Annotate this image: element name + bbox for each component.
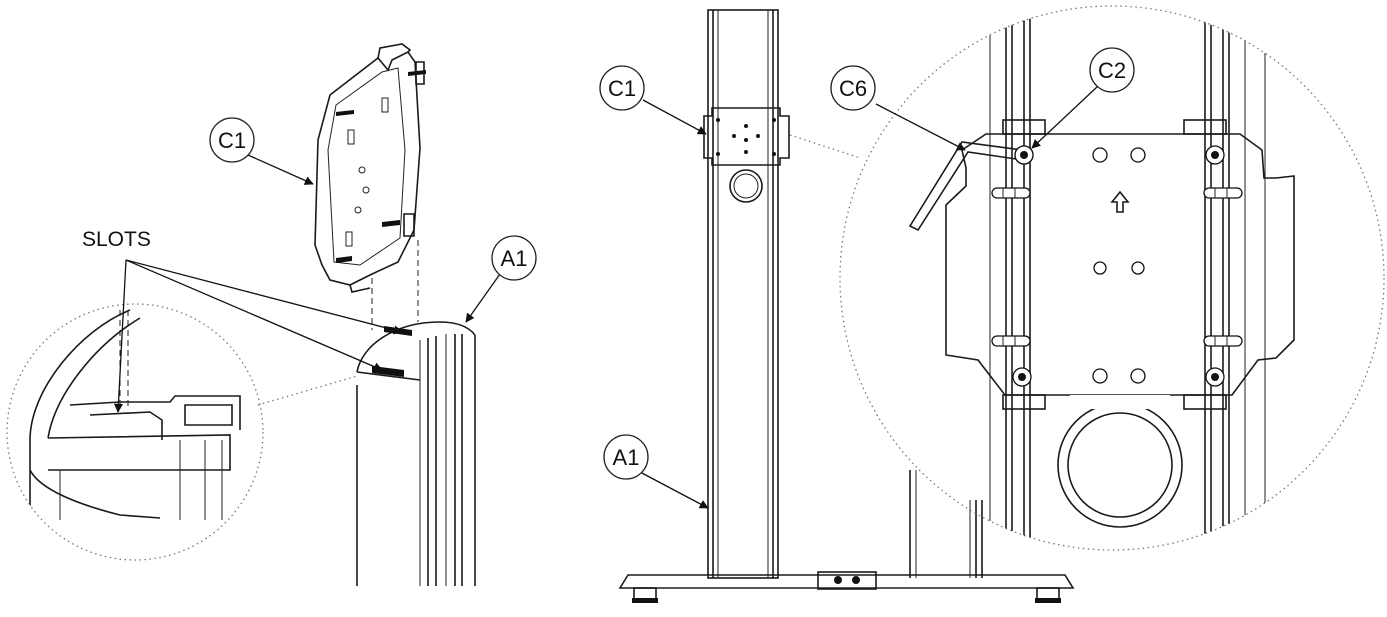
stand-base — [618, 571, 1075, 603]
mounting-plate-c1-right — [703, 107, 790, 166]
svg-text:A1: A1 — [501, 246, 528, 271]
svg-text:C1: C1 — [608, 76, 636, 101]
callout-a1-left: A1 — [491, 235, 537, 281]
right-stand-view: C1 A1 C6 C2 — [599, 5, 1385, 603]
c1-leader-right — [642, 99, 707, 135]
callout-c2: C2 — [1089, 47, 1135, 93]
slot-profile-detail — [29, 309, 241, 520]
detail-circle-plate — [839, 5, 1385, 551]
detail-leader — [257, 375, 358, 406]
svg-text:C6: C6 — [839, 76, 867, 101]
plate-detail — [945, 6, 1295, 550]
c1-leader — [247, 154, 314, 185]
c2-leader — [1031, 85, 1099, 149]
slots-label: SLOTS — [82, 228, 151, 251]
a1-leader-right — [639, 471, 709, 509]
svg-text:C1: C1 — [218, 128, 246, 153]
hex-key-c6 — [908, 141, 1034, 232]
left-exploded-view: SLOTS C1 A1 — [6, 43, 537, 586]
detail-circle-slots — [6, 303, 264, 561]
callout-c6: C6 — [830, 65, 876, 111]
stand-column-a1-right — [707, 9, 983, 579]
upright-pillar-a1-left — [356, 321, 476, 586]
svg-text:A1: A1 — [613, 445, 640, 470]
callout-c1-left: C1 — [209, 117, 255, 163]
c6-leader — [875, 103, 966, 151]
svg-text:C2: C2 — [1098, 58, 1126, 83]
callout-a1-right: A1 — [603, 434, 649, 480]
slots-arrow — [125, 259, 403, 335]
slots-arrow — [113, 259, 127, 413]
a1-leader — [465, 273, 501, 323]
slots-arrow — [125, 259, 383, 371]
mounting-plate-c1-left — [314, 43, 426, 293]
callout-c1-right: C1 — [599, 65, 645, 111]
detail-leader — [789, 134, 861, 159]
